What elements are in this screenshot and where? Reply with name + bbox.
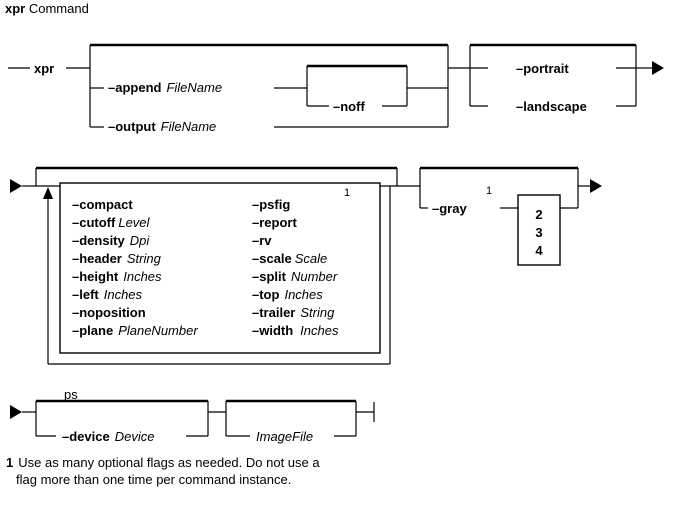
diagram-title: xpr Command — [5, 1, 89, 16]
gray-value: 4 — [535, 243, 543, 258]
flag-option: –left Inches — [72, 287, 143, 302]
repeat-arrow — [43, 187, 53, 199]
flag-option: –report — [252, 215, 297, 230]
footnote-mark: 1 — [6, 455, 13, 470]
flag-arg: PlaneNumber — [118, 323, 198, 338]
device-option: –device Device — [62, 429, 154, 444]
flag-name: –compact — [72, 197, 133, 212]
flag-name: –header — [72, 251, 122, 266]
footnote-text: Use as many optional flags as needed. Do… — [18, 455, 320, 470]
row2-entry-arrow — [10, 179, 22, 193]
flag-option: –rv — [252, 233, 272, 248]
row2-lines — [22, 166, 590, 365]
flag-arg: String — [300, 305, 335, 320]
footnote-line: flag more than one time per command inst… — [16, 472, 291, 487]
flag-arg: Number — [291, 269, 338, 284]
flag-option: –density Dpi — [72, 233, 150, 248]
flag-name: –top — [252, 287, 280, 302]
title-command-name: xpr — [5, 1, 25, 16]
command-start: xpr — [34, 61, 54, 76]
append-arg: FileName — [166, 80, 222, 95]
noff-flag: –noff — [333, 99, 365, 114]
gray-value: 3 — [535, 225, 542, 240]
portrait-flag: –portrait — [516, 61, 569, 76]
append-option: –append FileName — [108, 80, 222, 95]
flag-option: –top Inches — [252, 287, 323, 302]
image-file-param: ImageFile — [256, 429, 313, 444]
flag-option: –height Inches — [72, 269, 162, 284]
flag-option: –header String — [72, 251, 162, 266]
gray-flag: –gray — [432, 201, 467, 216]
flag-name: –noposition — [72, 305, 146, 320]
flag-arg: Dpi — [130, 233, 151, 248]
flag-name: –split — [252, 269, 287, 284]
flag-option: –psfig — [252, 197, 290, 212]
title-command-word: Command — [25, 1, 89, 16]
flag-name: –height — [72, 269, 119, 284]
output-option: –output FileName — [108, 119, 216, 134]
flag-option: –split Number — [252, 269, 338, 284]
flag-arg: Level — [118, 215, 150, 230]
flag-arg: Inches — [104, 287, 143, 302]
flag-option: –width Inches — [252, 323, 339, 338]
row1-lines — [8, 43, 652, 128]
row1-continue-arrow — [652, 61, 664, 75]
flag-arg: Inches — [300, 323, 339, 338]
ps-default: ps — [64, 387, 78, 402]
flag-name: –plane — [72, 323, 113, 338]
row2-continue-arrow — [590, 179, 602, 193]
flag-arg: String — [127, 251, 162, 266]
append-flag: –append — [108, 80, 162, 95]
flag-name: –density — [72, 233, 126, 248]
gray-value: 2 — [535, 207, 542, 222]
flag-name: –left — [72, 287, 99, 302]
row3-lines — [22, 399, 375, 437]
device-flag: –device — [62, 429, 110, 444]
flag-name: –psfig — [252, 197, 290, 212]
flag-option: –noposition — [72, 305, 146, 320]
flag-arg: Inches — [123, 269, 162, 284]
options-footnote-mark: 1 — [344, 187, 350, 199]
footnote-line: 1 Use as many optional flags as needed. D… — [6, 455, 320, 470]
flag-option: –trailer String — [252, 305, 335, 320]
flag-option: –compact — [72, 197, 133, 212]
row3-entry-arrow — [10, 405, 22, 419]
flag-name: –report — [252, 215, 297, 230]
flag-name: –width — [252, 323, 293, 338]
flag-name: –scale — [252, 251, 292, 266]
flag-name: –cutoff — [72, 215, 116, 230]
landscape-flag: –landscape — [516, 99, 587, 114]
output-arg: FileName — [161, 119, 217, 134]
output-flag: –output — [108, 119, 156, 134]
flag-name: –trailer — [252, 305, 295, 320]
flag-option: –plane PlaneNumber — [72, 323, 198, 338]
gray-footnote-mark: 1 — [486, 185, 492, 197]
flag-name: –rv — [252, 233, 272, 248]
device-arg: Device — [115, 429, 155, 444]
flag-arg: Scale — [295, 251, 328, 266]
flag-arg: Inches — [284, 287, 323, 302]
